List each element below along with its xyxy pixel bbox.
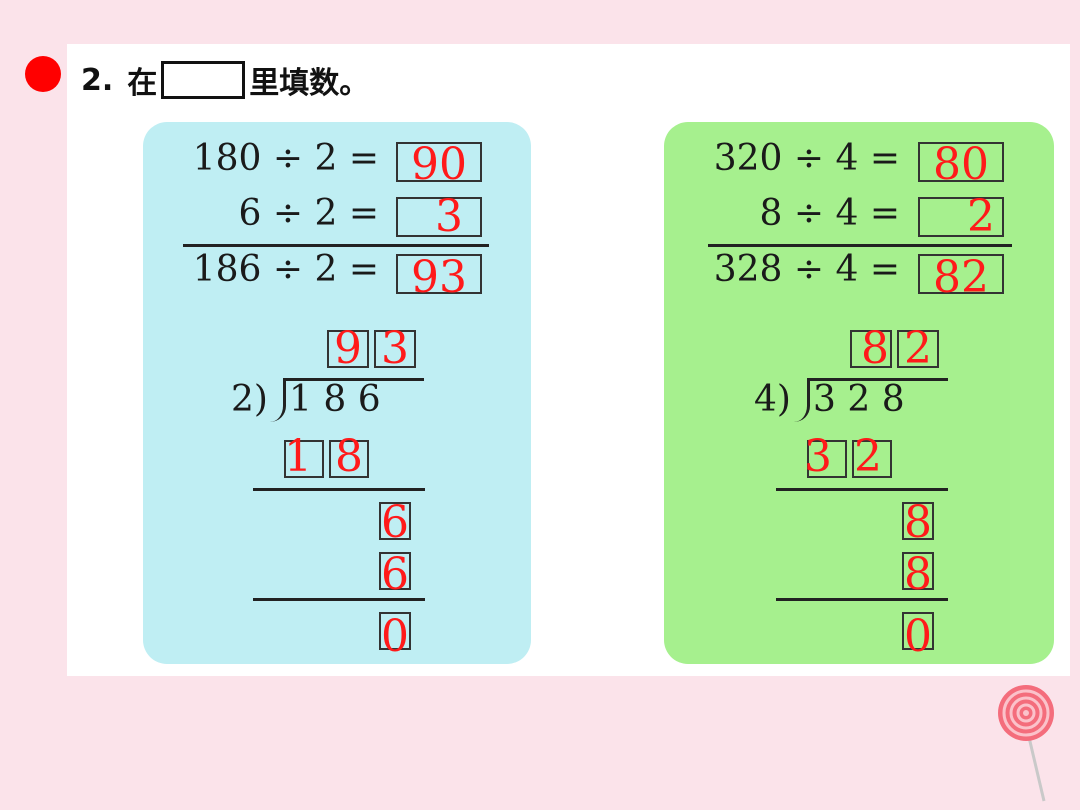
- right-dividend: 3 2 8: [813, 379, 905, 420]
- right-division-bar: [808, 378, 948, 381]
- left-step1-digit-1: 1: [284, 431, 312, 482]
- right-sum-rule: [708, 244, 1012, 247]
- left-quotient-box-1[interactable]: [327, 330, 369, 368]
- left-eq-2-answer: 3: [435, 191, 463, 242]
- right-eq-2-expr: 8 ÷ 4 =: [759, 193, 900, 234]
- left-step1-box-1[interactable]: [284, 440, 324, 478]
- right-step1-digit-2: 2: [854, 431, 882, 482]
- right-step1-box-2[interactable]: [852, 440, 892, 478]
- left-sum-rule: [183, 244, 489, 247]
- right-step1-box-1[interactable]: [807, 440, 847, 478]
- worksheet: 2. 在 里填数。 180 ÷ 2 = 90 6 ÷ 2 = 3 186 ÷ 2…: [67, 44, 1070, 676]
- right-quotient-box-2[interactable]: [897, 330, 939, 368]
- lollipop-icon: [998, 685, 1054, 802]
- right-eq-1-expr: 320 ÷ 4 =: [713, 138, 900, 179]
- left-remainder-digit: 0: [381, 611, 409, 662]
- exercise-number: 2.: [81, 62, 114, 98]
- left-remainder-box[interactable]: [379, 612, 411, 650]
- left-dividend: 1 8 6: [289, 379, 381, 420]
- left-eq-1-box[interactable]: [396, 142, 482, 182]
- right-rule-1: [776, 488, 948, 491]
- right-eq-2-box[interactable]: [918, 197, 1004, 237]
- right-step3-box[interactable]: [902, 552, 934, 590]
- left-divisor: 2): [231, 379, 268, 420]
- right-step2-digit: 8: [904, 497, 932, 548]
- bullet-dot: [25, 56, 61, 92]
- left-eq-1-answer: 90: [411, 139, 467, 190]
- left-quotient-box-2[interactable]: [374, 330, 416, 368]
- exercise-title: 2. 在 里填数。: [81, 58, 369, 102]
- right-remainder-digit: 0: [904, 611, 932, 662]
- right-eq-1-box[interactable]: [918, 142, 1004, 182]
- left-rule-1: [253, 488, 425, 491]
- left-division-bracket: [270, 378, 286, 422]
- left-step2-digit: 6: [381, 497, 409, 548]
- left-step3-box[interactable]: [379, 552, 411, 590]
- title-text-after: 里填数。: [249, 66, 370, 101]
- right-eq-3-box[interactable]: [918, 254, 1004, 294]
- right-remainder-box[interactable]: [902, 612, 934, 650]
- left-step1-digit-2: 8: [335, 431, 363, 482]
- left-rule-2: [253, 598, 425, 601]
- left-eq-3-expr: 186 ÷ 2 =: [192, 249, 379, 290]
- left-step1-box-2[interactable]: [329, 440, 369, 478]
- right-divisor: 4): [754, 379, 791, 420]
- right-rule-2: [776, 598, 948, 601]
- right-eq-3-expr: 328 ÷ 4 =: [713, 249, 900, 290]
- title-text-before: 在: [127, 66, 158, 101]
- right-step3-digit: 8: [904, 549, 932, 600]
- right-quotient-digit-1: 8: [861, 323, 889, 374]
- right-eq-3-answer: 82: [933, 252, 989, 303]
- left-panel: 180 ÷ 2 = 90 6 ÷ 2 = 3 186 ÷ 2 = 93 9 3 …: [143, 122, 531, 664]
- left-quotient-digit-1: 9: [334, 323, 362, 374]
- left-quotient-digit-2: 3: [381, 323, 409, 374]
- right-step1-digit-1: 3: [804, 431, 832, 482]
- left-step3-digit: 6: [381, 549, 409, 600]
- right-eq-1-answer: 80: [933, 139, 989, 190]
- left-eq-2-expr: 6 ÷ 2 =: [238, 193, 379, 234]
- right-panel: 320 ÷ 4 = 80 8 ÷ 4 = 2 328 ÷ 4 = 82 8 2 …: [664, 122, 1054, 664]
- title-blank-box: [161, 61, 246, 99]
- right-quotient-digit-2: 2: [904, 323, 932, 374]
- right-division-bracket: [794, 378, 810, 422]
- left-eq-3-box[interactable]: [396, 254, 482, 294]
- left-eq-1-expr: 180 ÷ 2 =: [192, 138, 379, 179]
- left-eq-3-answer: 93: [411, 252, 467, 303]
- left-step2-box[interactable]: [379, 502, 411, 540]
- right-step2-box[interactable]: [902, 502, 934, 540]
- left-eq-2-box[interactable]: [396, 197, 482, 237]
- right-eq-2-answer: 2: [967, 191, 995, 242]
- left-division-bar: [284, 378, 424, 381]
- right-quotient-box-1[interactable]: [850, 330, 892, 368]
